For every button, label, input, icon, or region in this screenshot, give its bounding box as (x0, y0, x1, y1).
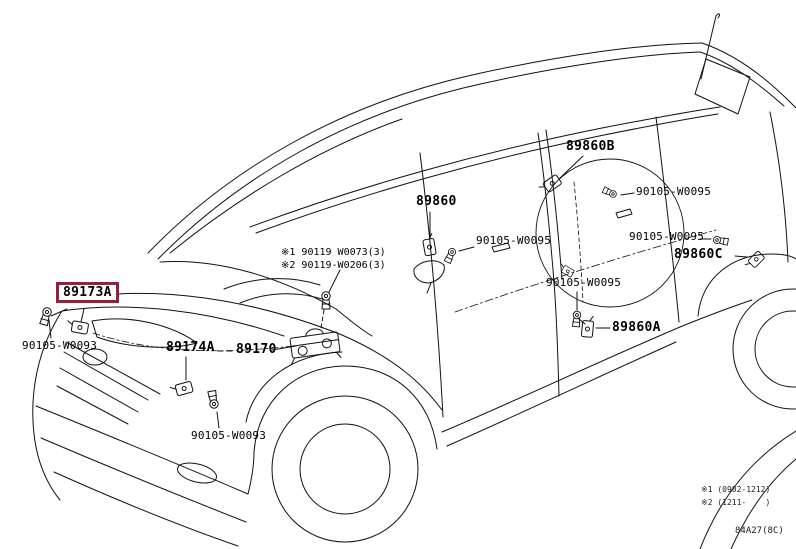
car-body-outline (32, 13, 796, 549)
part-label-90105-W0095[interactable]: 90105-W0095 (546, 276, 622, 289)
emblem (82, 348, 108, 366)
front-wheel (271, 395, 419, 543)
part-label-90105-W0093[interactable]: 90105-W0093 (22, 339, 98, 352)
part-label-90105-W0093[interactable]: 90105-W0093 (191, 429, 267, 442)
part-label-89860C[interactable]: 89860C (674, 247, 723, 262)
part-label-89174A[interactable]: 89174A (166, 340, 215, 355)
part-label-89860B[interactable]: 89860B (566, 139, 615, 154)
fog-lamp (176, 462, 218, 484)
antenna (700, 13, 720, 80)
note-label-1-90119-W0073-3: ※1 90119 W0073(3) (281, 247, 386, 258)
part-label-89173A[interactable]: 89173A (56, 282, 119, 303)
part-label-89860[interactable]: 89860 (416, 194, 457, 209)
part-label-89170[interactable]: 89170 (236, 342, 277, 357)
grille (56, 341, 161, 425)
note-label-2-90119-W0206-3: ※2 90119-W0206(3) (281, 260, 386, 271)
part-label-90105-W0095[interactable]: 90105-W0095 (636, 185, 712, 198)
rear-wheel (732, 288, 796, 410)
door-handle-front (491, 242, 511, 253)
leader-lines (48, 155, 748, 429)
detail-circle (535, 158, 685, 308)
door-handle-rear (615, 208, 633, 219)
sensor-bracket-icon (289, 328, 342, 365)
part-label-90105-W0095[interactable]: 90105-W0095 (476, 234, 552, 247)
side-mirror (413, 260, 445, 294)
part-glyphs (39, 173, 766, 410)
part-label-89860A[interactable]: 89860A (612, 320, 661, 335)
footnote-2-1211: ※2 (1211- ) (701, 498, 771, 507)
footnote-1-0902-1212: ※1 (0902-1212) (701, 485, 771, 494)
figure-code: 84A27(8C) (735, 526, 784, 536)
headlight (91, 318, 198, 348)
part-label-90105-W0095[interactable]: 90105-W0095 (629, 230, 705, 243)
